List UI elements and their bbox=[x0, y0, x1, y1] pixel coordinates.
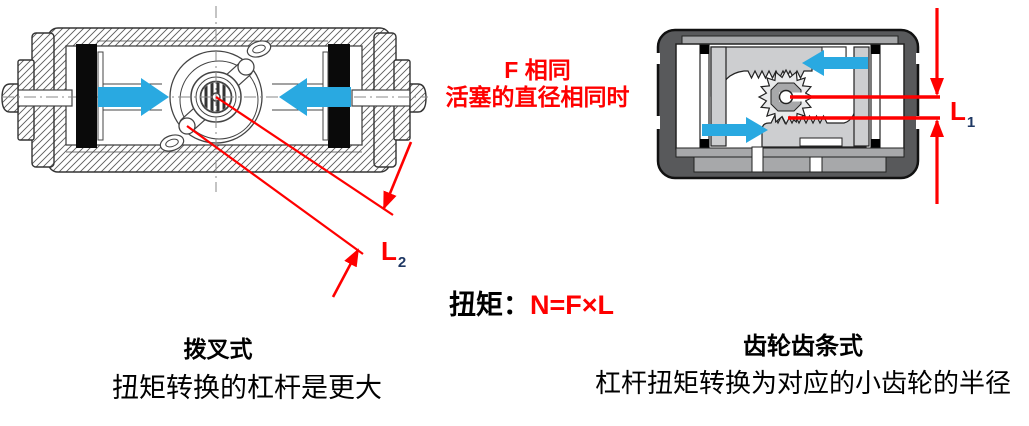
right-end-cap bbox=[351, 32, 427, 168]
yoke-roller-lower bbox=[159, 134, 185, 152]
left-end-cap bbox=[1, 32, 73, 168]
force-arrow-right-piston bbox=[279, 78, 351, 116]
condition-note-line1: F 相同 bbox=[504, 57, 571, 83]
torque-formula-label: 扭矩： bbox=[449, 290, 530, 320]
torque-formula-value: N=F×L bbox=[530, 290, 615, 320]
yoke-pin-upper bbox=[237, 58, 255, 76]
left-piston-seal bbox=[76, 44, 97, 148]
left-piston-assembly bbox=[699, 44, 727, 149]
torque-formula: 扭矩：N=F×L bbox=[449, 283, 614, 322]
yoke-roller-upper bbox=[246, 40, 272, 58]
lever-label-L2: L2 bbox=[381, 236, 407, 271]
top-cover-plate bbox=[681, 35, 899, 45]
right-figure-title: 齿轮齿条式 bbox=[743, 333, 863, 360]
lever-annotation-left bbox=[186, 96, 413, 298]
bottom-port-plate bbox=[675, 146, 905, 173]
condition-note: F 相同 活塞的直径相同时 bbox=[425, 57, 650, 111]
rack-pinion-actuator-drawing bbox=[654, 28, 922, 180]
lever-annotation-right bbox=[788, 8, 944, 204]
left-figure-description: 扭矩转换的杠杆是更大 bbox=[112, 373, 382, 403]
lever-label-L1: L1 bbox=[950, 96, 976, 131]
condition-note-line2: 活塞的直径相同时 bbox=[445, 84, 630, 110]
force-arrow-left-piston bbox=[98, 78, 169, 116]
scotch-yoke-actuator-drawing bbox=[1, 6, 428, 192]
force-arrow-upper-rack bbox=[802, 50, 868, 76]
left-figure-title: 拨叉式 bbox=[183, 336, 253, 362]
force-arrow-lower-rack bbox=[702, 117, 768, 143]
pinion-gear bbox=[757, 68, 815, 126]
right-figure-description: 杠杆扭矩转换为对应的小齿轮的半径 bbox=[594, 368, 1011, 398]
